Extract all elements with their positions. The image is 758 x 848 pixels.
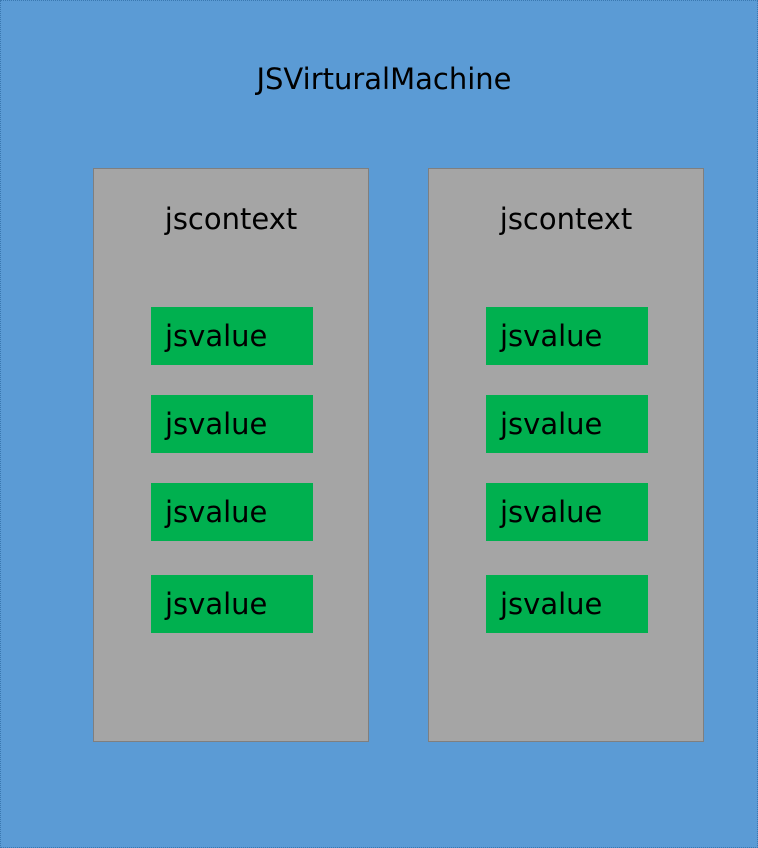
value-box: jsvalue	[151, 575, 313, 633]
context-box-right: jscontext jsvalue jsvalue jsvalue jsvalu…	[428, 168, 704, 742]
value-box: jsvalue	[486, 395, 648, 453]
value-box: jsvalue	[486, 575, 648, 633]
value-box: jsvalue	[486, 483, 648, 541]
context-label: jscontext	[164, 202, 298, 236]
virtual-machine-title: JSVirturalMachine	[256, 62, 512, 96]
value-box: jsvalue	[151, 395, 313, 453]
context-label: jscontext	[499, 202, 633, 236]
context-box-left: jscontext jsvalue jsvalue jsvalue jsvalu…	[93, 168, 369, 742]
value-box: jsvalue	[486, 307, 648, 365]
value-box: jsvalue	[151, 307, 313, 365]
value-box: jsvalue	[151, 483, 313, 541]
